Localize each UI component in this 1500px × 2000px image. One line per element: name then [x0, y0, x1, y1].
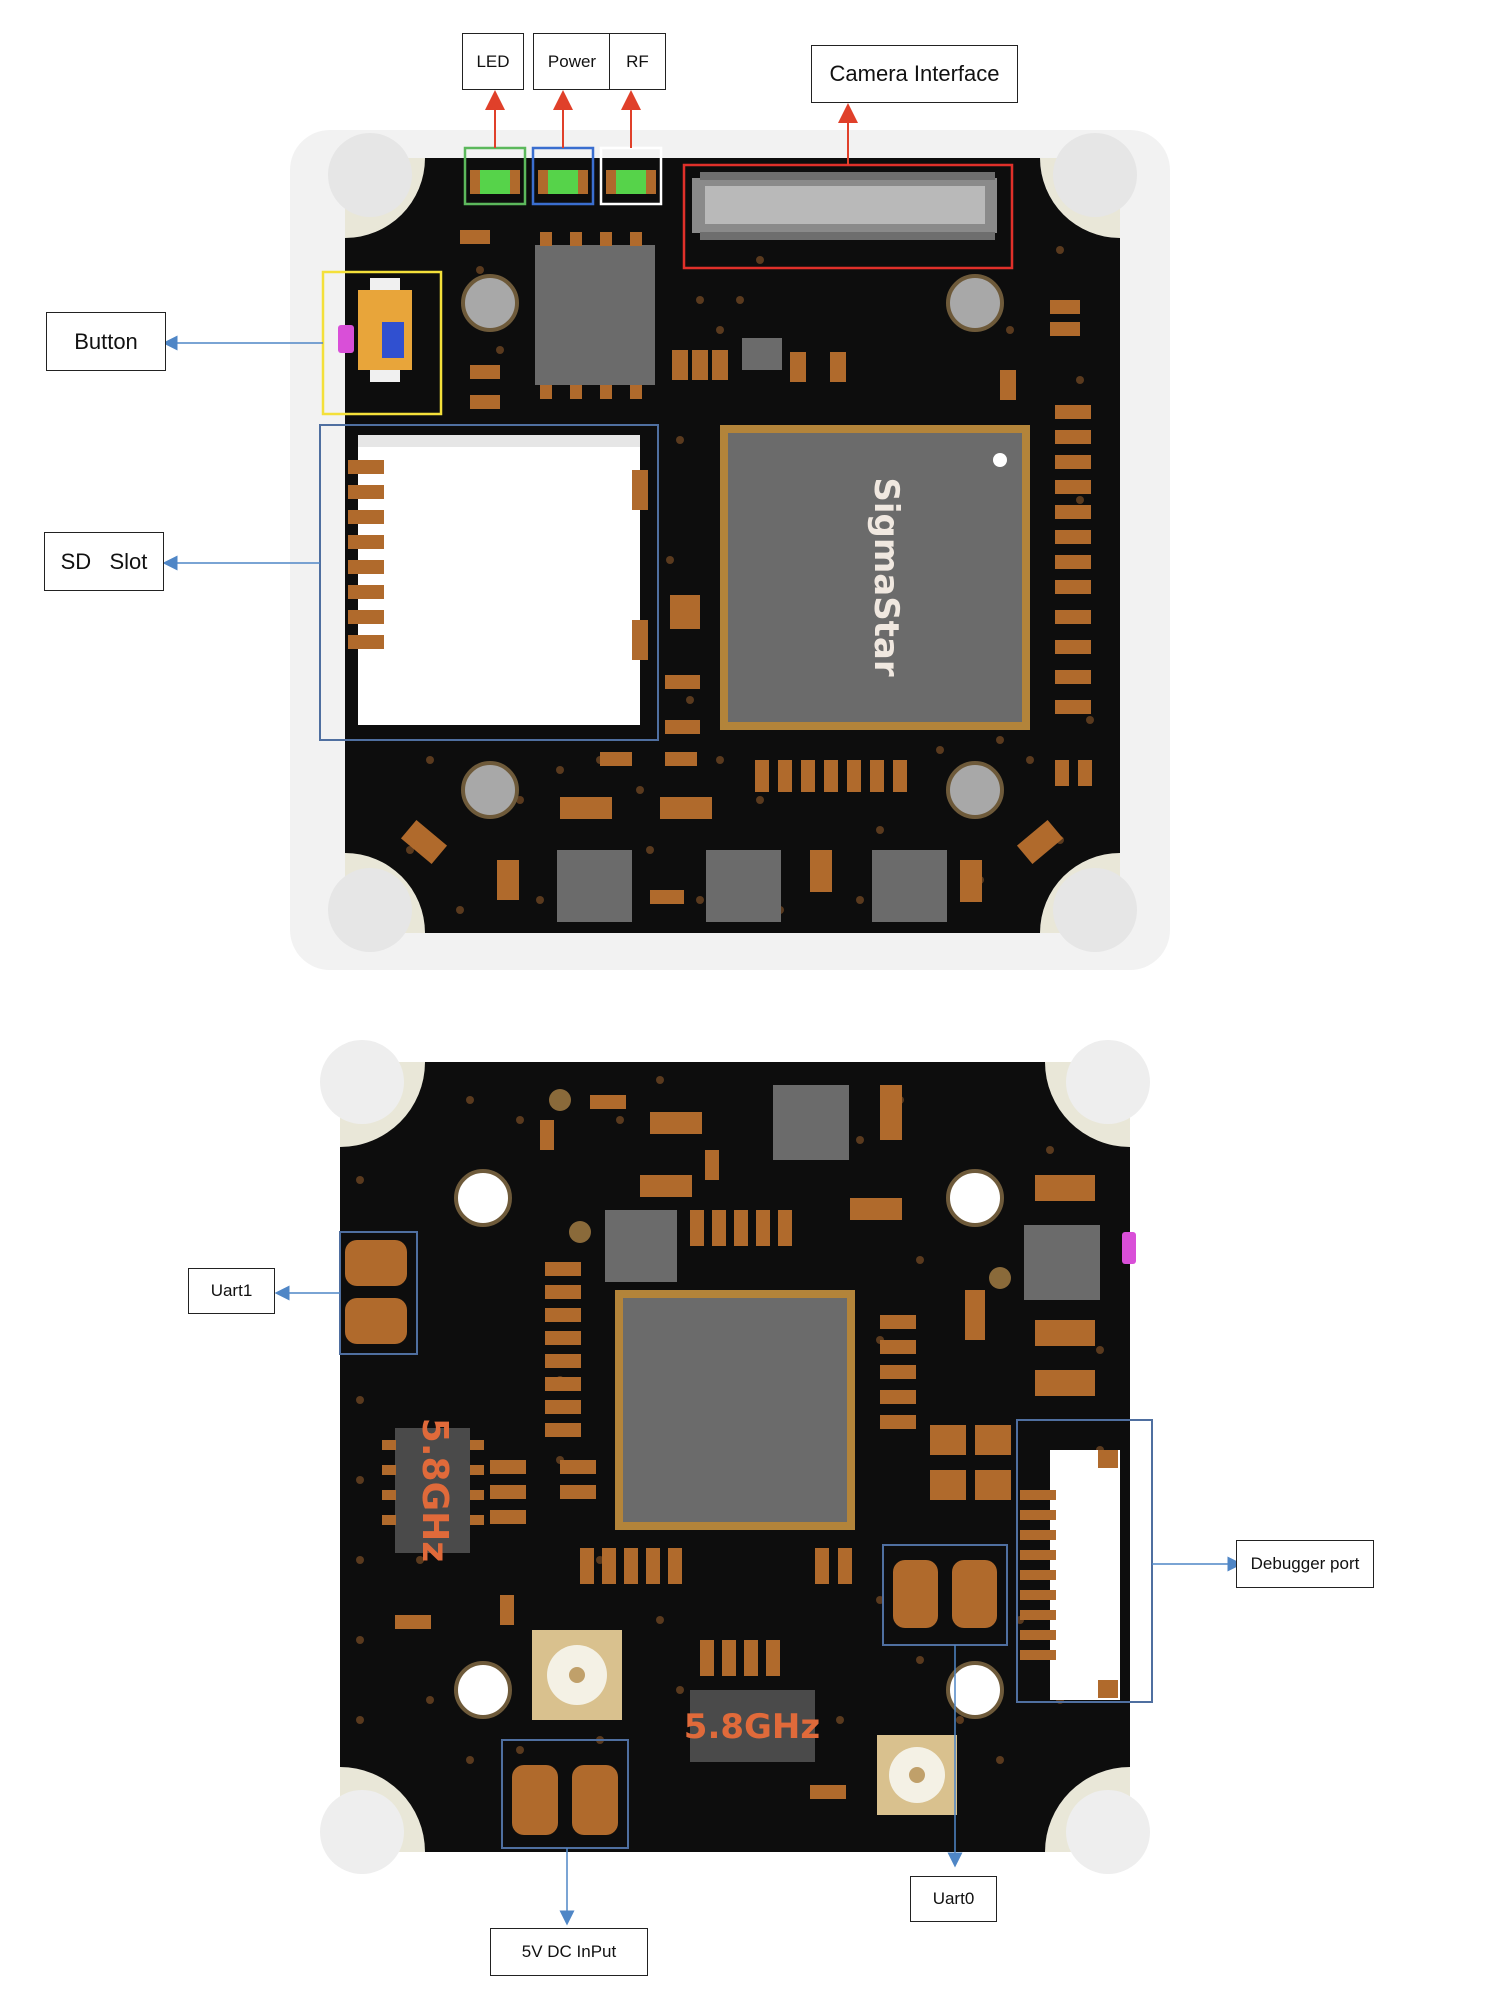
top-passives — [400, 230, 1092, 904]
uart0-label: Uart0 — [910, 1876, 997, 1922]
power-label: Power — [533, 33, 611, 90]
sd-slot-label: SD Slot — [44, 532, 164, 591]
uart1-pads — [345, 1240, 407, 1344]
power-ic — [535, 245, 655, 385]
rf-module-left — [395, 1428, 470, 1553]
top-arrows — [162, 90, 858, 571]
bottom-board — [320, 1040, 1153, 1874]
uart0-pads — [893, 1560, 997, 1628]
top-mounting-holes — [461, 274, 1004, 819]
button-label: Button — [46, 312, 166, 371]
bottom-arrows — [274, 1285, 1243, 1926]
camera-connector — [692, 172, 997, 240]
debugger-port-component — [1020, 1450, 1120, 1700]
led-label: LED — [462, 33, 524, 90]
debugger-port-label: Debugger port — [1236, 1540, 1374, 1588]
sd-slot-component — [348, 435, 648, 725]
bottom-mounting-holes — [454, 1169, 1004, 1719]
rf-marking-left-text: 5.8GHz — [414, 1418, 455, 1562]
dc-input-pads — [512, 1765, 618, 1835]
bottom-corner-mounts — [320, 1040, 1150, 1874]
rf-module-bottom — [690, 1690, 815, 1762]
camera-interface-label: Camera Interface — [811, 45, 1018, 103]
rf-label: RF — [609, 33, 666, 90]
debugger-highlight-box — [1016, 1419, 1153, 1703]
bottom-passives — [395, 1085, 1095, 1799]
uart1-label: Uart1 — [188, 1268, 275, 1314]
button-component — [338, 278, 412, 382]
sd-slot-highlight-box — [319, 424, 659, 741]
led-components — [470, 170, 656, 194]
dc-input-label: 5V DC InPut — [490, 1928, 648, 1976]
dc-input-highlight-box — [501, 1739, 629, 1849]
chip-brand-text: SigmaStar — [866, 477, 906, 677]
top-corner-mounts — [328, 133, 1137, 952]
top-board — [290, 130, 1170, 970]
antenna-connectors — [532, 1630, 957, 1815]
bottom-main-chip — [615, 1290, 855, 1530]
sigmastar-chip — [720, 425, 1030, 730]
rf-marking-bottom-text: 5.8GHz — [684, 1707, 820, 1747]
uart0-highlight-box — [882, 1544, 1008, 1646]
